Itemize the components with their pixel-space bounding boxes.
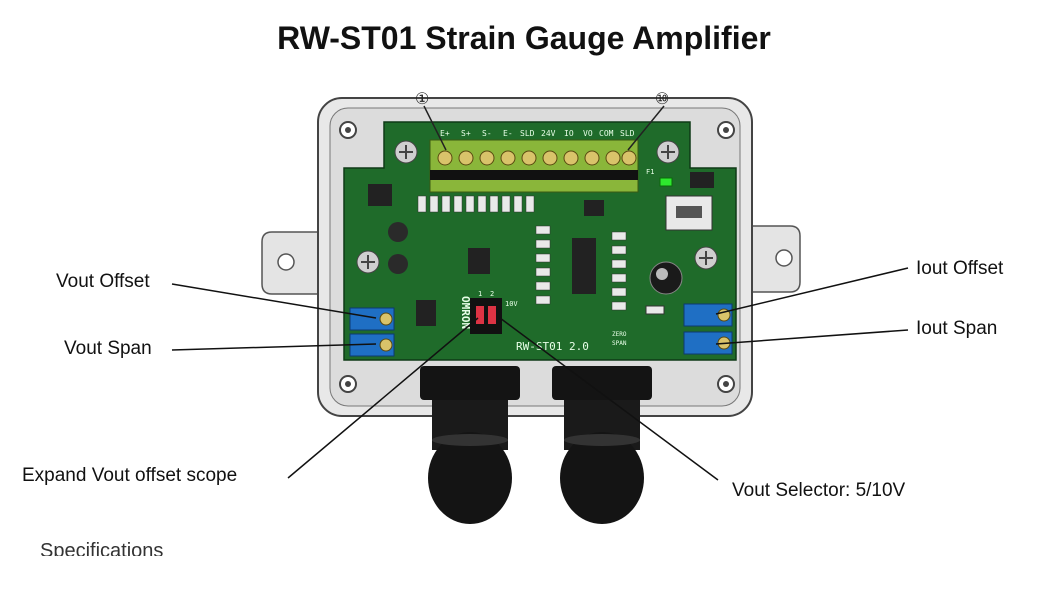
transistor-2 [388, 254, 408, 274]
iout-offset-leader [715, 267, 909, 315]
switch-num-2: 2 [490, 290, 494, 298]
expand-vout-leader [287, 317, 479, 479]
dip-switch-2 [488, 306, 496, 324]
vout-selector-label: Vout Selector: 5/10V [732, 480, 906, 501]
diagram-title: RW-ST01 Strain Gauge Amplifier [277, 20, 771, 56]
partial-heading: Specifications [40, 536, 180, 556]
diode [690, 172, 714, 188]
iout-span-leader [715, 329, 909, 345]
vout-span-label: Vout Span [64, 338, 152, 359]
cable-gland-left [420, 366, 520, 524]
terminal-marker-1: ① [415, 89, 429, 108]
ic-regulator [368, 184, 392, 206]
led-indicator [659, 177, 673, 187]
ic-chip-1 [468, 248, 490, 274]
iout-span-pot [683, 331, 733, 355]
iout-offset-label: Iout Offset [916, 258, 1004, 279]
transistor-1 [388, 222, 408, 242]
terminal-label-7: IO [564, 129, 574, 138]
terminal-markers: ① ⑩ [415, 89, 669, 151]
model-silkscreen: RW-ST01 2.0 [516, 340, 589, 353]
smd-column-2 [611, 231, 627, 311]
iout-span-label: Iout Span [916, 318, 998, 339]
terminal-block [429, 139, 639, 193]
ic-chip-2 [572, 238, 596, 294]
terminal-marker-10: ⑩ [655, 89, 669, 108]
right-mounting-ear [747, 225, 801, 293]
terminal-label-6: 24V [541, 129, 556, 138]
pcb: E+ S+ S- E- SLD 24V IO VO COM SLD [343, 121, 737, 361]
iout-offset-pot [683, 303, 733, 327]
terminal-label-10: SLD [620, 129, 635, 138]
zero-label: ZERO [612, 331, 627, 338]
terminal-label-1: E+ [440, 129, 450, 138]
leader-lines [171, 267, 909, 481]
vout-offset-pot [349, 307, 395, 331]
dip-switch [470, 298, 502, 334]
terminal-label-5: SLD [520, 129, 535, 138]
ic-chip-4 [584, 200, 604, 216]
vout-span-leader [171, 343, 377, 351]
dip-switch-1 [476, 306, 484, 324]
expand-vout-label: Expand Vout offset scope [22, 465, 238, 486]
right-ear-hole [775, 249, 793, 267]
span-label: SPAN [612, 340, 627, 347]
switch-10v-label: 10V [505, 300, 518, 308]
terminal-label-3: S- [482, 129, 492, 138]
smd-resistor-row [417, 195, 535, 213]
smd-column-1 [535, 225, 551, 305]
terminal-label-2: S+ [461, 129, 471, 138]
terminal-label-8: VO [583, 129, 593, 138]
omron-label: OMRON [459, 296, 472, 329]
terminal-label-9: COM [599, 129, 614, 138]
zener-diode [645, 305, 665, 315]
fuse-label: F1 [646, 168, 654, 176]
vout-selector-leader [499, 317, 719, 481]
left-ear-hole [277, 253, 295, 271]
terminal-screws [437, 150, 637, 166]
terminal-label-4: E- [503, 129, 513, 138]
cable-gland-right [552, 366, 652, 524]
switch-num-1: 1 [478, 290, 482, 298]
ic-chip-3 [416, 300, 436, 326]
vout-offset-leader [171, 283, 377, 319]
vout-offset-label: Vout Offset [56, 271, 150, 292]
partial-heading-text: Specifications [40, 540, 164, 556]
